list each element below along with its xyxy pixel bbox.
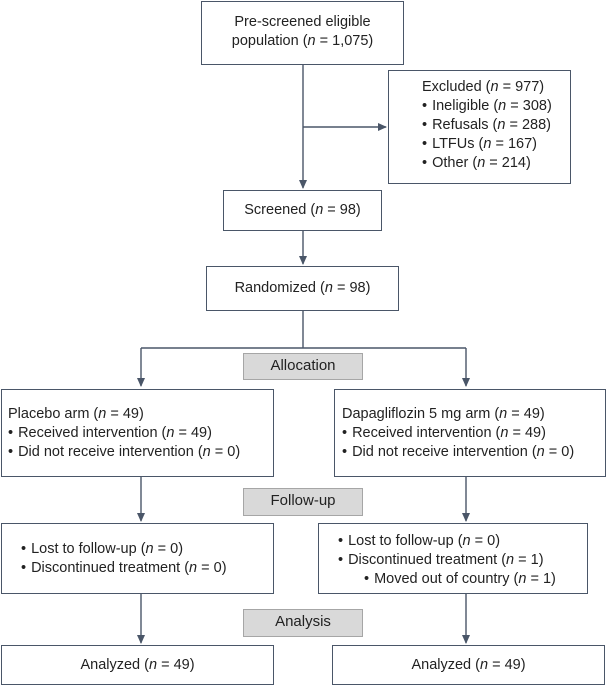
dapa-arm-title: Dapagliflozin 5 mg arm (n = 49) — [342, 406, 545, 422]
dapa-received: Received intervention (n = 49) — [342, 424, 605, 443]
prescreened-line2: population (n = 1,075) — [231, 33, 374, 49]
placebo-arm-title: Placebo arm (n = 49) — [8, 406, 144, 422]
prescreened-box: Pre-screened eligible population (n = 1,… — [201, 1, 404, 65]
stage-allocation: Allocation — [243, 353, 363, 380]
excluded-box: Excluded (n = 977) Ineligible (n = 308) … — [388, 70, 571, 184]
placebo-analyzed-label: Analyzed (n = 49) — [80, 657, 195, 673]
screened-box: Screened (n = 98) — [223, 190, 382, 231]
screened-label: Screened (n = 98) — [244, 202, 361, 218]
excluded-item-other: Other (n = 214) — [422, 154, 570, 173]
excluded-item-ltfus: LTFUs (n = 167) — [422, 135, 570, 154]
randomized-label: Randomized (n = 98) — [234, 280, 371, 296]
excluded-title: Excluded (n = 977) — [422, 79, 545, 95]
placebo-lost-to-followup: Lost to follow-up (n = 0) — [21, 540, 273, 559]
dapa-not-received: Did not receive intervention (n = 0) — [342, 443, 605, 462]
stage-followup: Follow-up — [243, 488, 363, 516]
excluded-item-refusals: Refusals (n = 288) — [422, 116, 570, 135]
dapa-discontinued: Discontinued treatment (n = 1) — [338, 551, 587, 570]
dapa-analyzed-label: Analyzed (n = 49) — [411, 657, 526, 673]
placebo-followup-box: Lost to follow-up (n = 0) Discontinued t… — [1, 523, 274, 594]
dapa-lost-to-followup: Lost to follow-up (n = 0) — [338, 532, 587, 551]
dapa-followup-box: Lost to follow-up (n = 0) Discontinued t… — [318, 523, 588, 594]
dapa-arm-box: Dapagliflozin 5 mg arm (n = 49) Received… — [334, 389, 606, 477]
placebo-discontinued: Discontinued treatment (n = 0) — [21, 559, 273, 578]
prescreened-line1: Pre-screened eligible — [234, 14, 371, 30]
stage-analysis: Analysis — [243, 609, 363, 637]
dapa-analyzed-box: Analyzed (n = 49) — [332, 645, 605, 685]
placebo-arm-box: Placebo arm (n = 49) Received interventi… — [1, 389, 274, 477]
excluded-item-ineligible: Ineligible (n = 308) — [422, 97, 570, 116]
randomized-box: Randomized (n = 98) — [206, 266, 399, 311]
placebo-received: Received intervention (n = 49) — [8, 424, 273, 443]
dapa-moved-out: Moved out of country (n = 1) — [338, 570, 587, 589]
placebo-analyzed-box: Analyzed (n = 49) — [1, 645, 274, 685]
placebo-not-received: Did not receive intervention (n = 0) — [8, 443, 273, 462]
